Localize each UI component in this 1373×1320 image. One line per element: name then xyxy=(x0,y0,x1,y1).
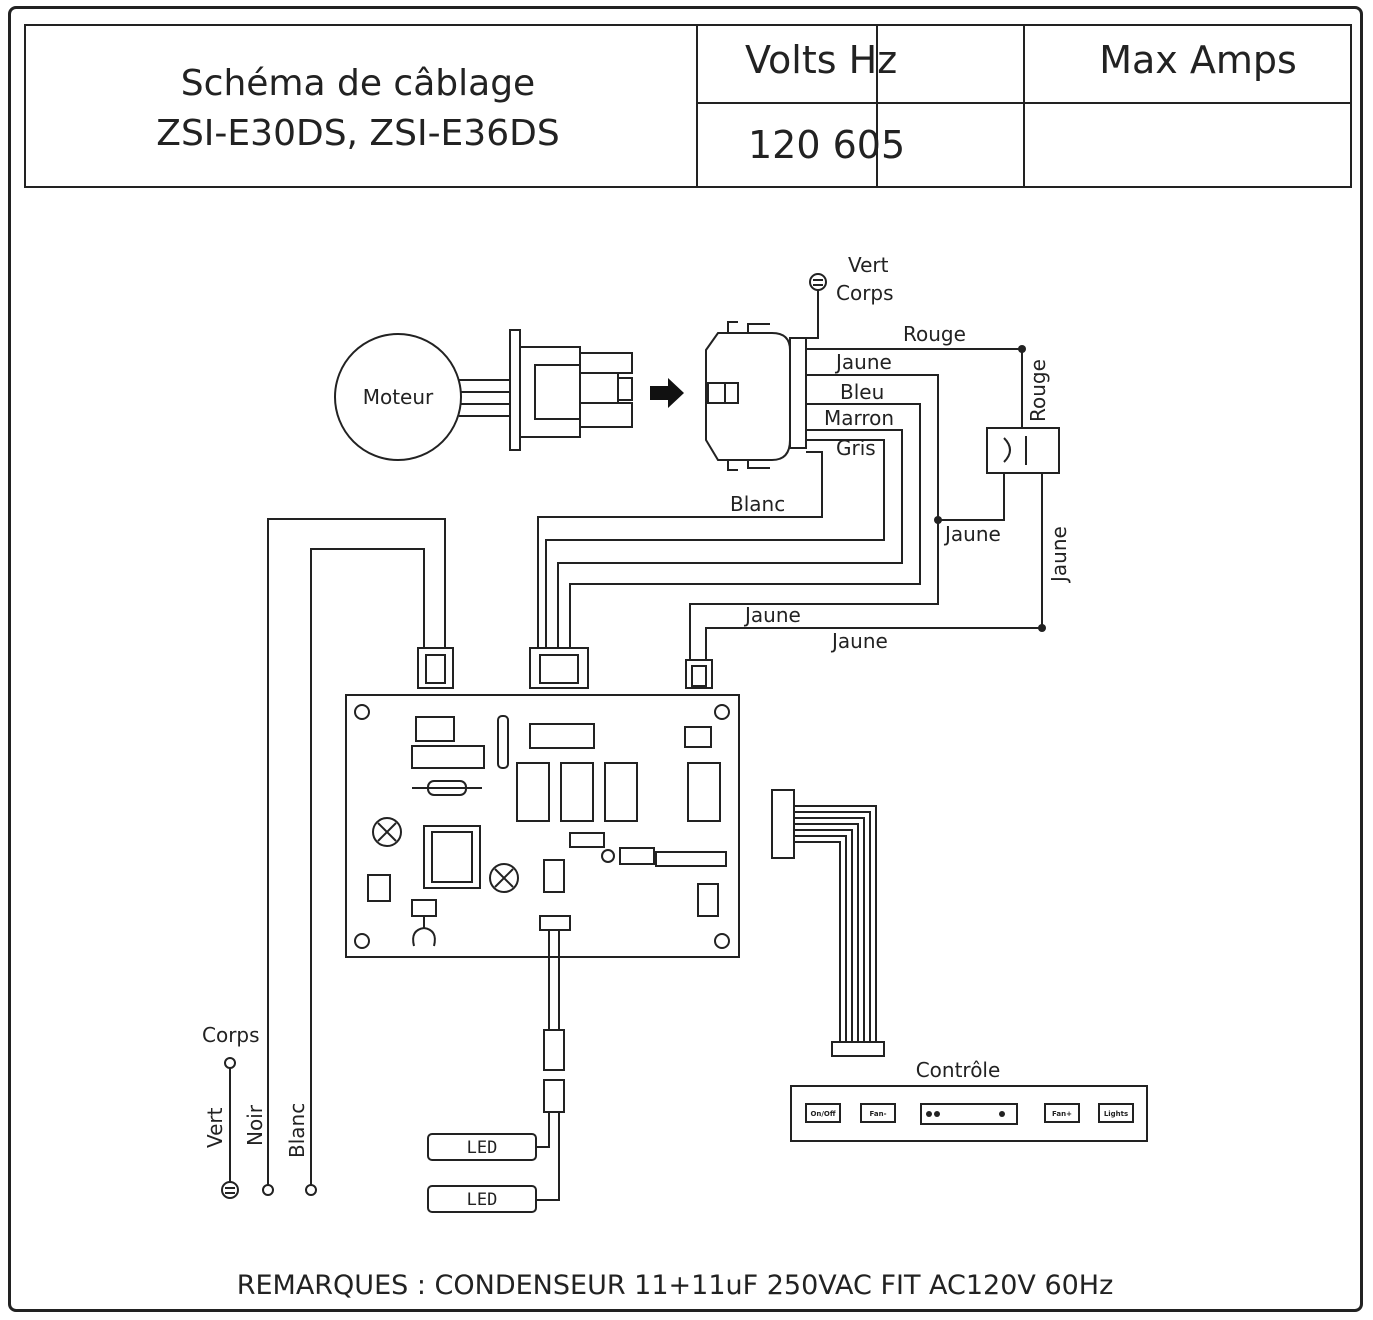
max-amps-header: Max Amps xyxy=(1099,38,1297,82)
motor-label: Moteur xyxy=(363,385,434,409)
wire-label-jaune: Jaune xyxy=(834,350,892,374)
diagram-title: Schéma de câblage xyxy=(181,63,535,104)
ground-top xyxy=(806,273,827,339)
control-button-fan-minus xyxy=(860,1103,896,1123)
wire-label-jaune-cap: Jaune xyxy=(943,522,1001,546)
lead-label-vert: Vert xyxy=(203,1107,227,1148)
volts-hz-header: Volts Hz xyxy=(745,38,897,82)
board-input-connectors xyxy=(417,647,713,689)
control-button-label-fan-plus: Fan+ xyxy=(1052,1110,1072,1118)
volts-hz-value: 120 60 xyxy=(748,123,881,167)
wire-label-blanc: Blanc xyxy=(730,492,785,516)
lead-label-noir: Noir xyxy=(243,1104,267,1146)
control-display xyxy=(920,1103,1018,1125)
led-strip-1 xyxy=(427,1133,537,1161)
control-button-fan-plus xyxy=(1044,1103,1080,1123)
led-harness xyxy=(427,930,565,1213)
connect-arrow-icon xyxy=(650,378,684,408)
wire-label-jaune-vertical: Jaune xyxy=(1047,526,1071,584)
motor xyxy=(334,329,633,461)
control-button-label-lights: Lights xyxy=(1104,1110,1128,1118)
control-button-onoff xyxy=(805,1103,841,1123)
wire-label-bleu: Bleu xyxy=(840,380,884,404)
control-button-label-onoff: On/Off xyxy=(810,1110,835,1118)
ground-top-label-1: Vert xyxy=(848,253,889,277)
wire-label-jaune-low-2: Jaune xyxy=(830,629,888,653)
led-strip-2 xyxy=(427,1185,537,1213)
control-title: Contrôle xyxy=(916,1058,1001,1082)
wire-label-rouge-vertical: Rouge xyxy=(1026,359,1050,422)
wire-label-jaune-low-1: Jaune xyxy=(743,603,801,627)
remarks-note: REMARQUES : CONDENSEUR 11+11uF 250VAC FI… xyxy=(237,1270,1114,1301)
control-board xyxy=(345,694,740,958)
control-button-lights xyxy=(1098,1103,1134,1123)
capacitor xyxy=(986,427,1060,474)
control-panel xyxy=(790,1085,1148,1142)
wire-label-gris: Gris xyxy=(836,436,876,460)
lead-label-corps: Corps xyxy=(202,1023,260,1047)
page-frame xyxy=(8,6,1363,1312)
control-button-label-fan-minus: Fan- xyxy=(870,1110,887,1118)
ground-top-label-2: Corps xyxy=(836,281,894,305)
power-leads xyxy=(221,518,446,1199)
motor-socket-connector xyxy=(705,321,807,471)
lead-label-blanc: Blanc xyxy=(285,1103,309,1158)
led-label-1: LED xyxy=(467,1138,498,1158)
motor-wires xyxy=(537,348,1043,660)
wire-label-rouge: Rouge xyxy=(903,322,966,346)
model-numbers: ZSI-E30DS, ZSI-E36DS xyxy=(156,113,559,154)
ribbon-cable xyxy=(771,789,885,1057)
wire-label-marron: Marron xyxy=(824,406,894,430)
max-amps-value: 5 xyxy=(881,123,905,167)
header-table xyxy=(24,24,1352,188)
led-label-2: LED xyxy=(467,1190,498,1210)
